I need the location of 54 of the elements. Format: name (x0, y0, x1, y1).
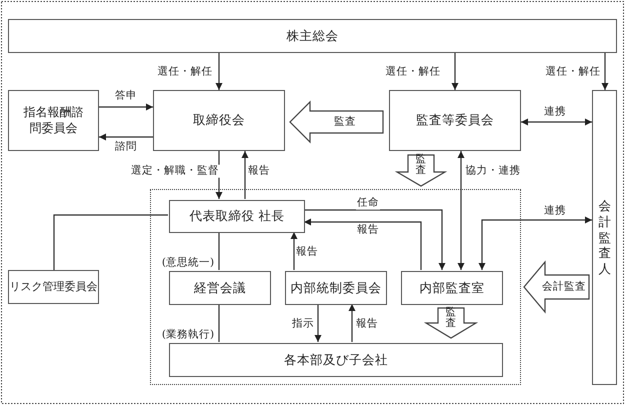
org-box: 内部統制委員会 (285, 271, 387, 305)
org-box: 経営会議 (169, 271, 271, 305)
arrow (290, 232, 298, 270)
org-box: 代表取締役 社長 (169, 200, 305, 233)
group-outline (150, 189, 521, 385)
arrow (452, 53, 458, 90)
edge-label: (業務執行) (160, 328, 216, 342)
edge-label: 協力・連携 (464, 164, 522, 178)
org-box: 内部監査室 (401, 271, 503, 305)
connector-line (218, 232, 220, 270)
edge-label: 選定・解職・監督 (130, 164, 220, 178)
arrow (99, 134, 153, 140)
edge-label: 任命 (356, 196, 380, 210)
arrow (216, 53, 222, 90)
block-arrow (394, 154, 448, 187)
arrow (348, 304, 356, 342)
edge-label: 報告 (247, 164, 271, 178)
edge-label: 諮問 (114, 140, 138, 154)
org-box: 会計監査人 (592, 90, 617, 385)
arrow (304, 218, 422, 270)
edge-label: 連携 (543, 204, 567, 218)
edge-label: 指示 (291, 318, 315, 330)
edge-label: 監査 (415, 154, 427, 176)
connector-line (218, 304, 220, 342)
edge-label: 監査 (334, 116, 356, 128)
edge-label: 報告 (356, 224, 380, 236)
org-box: 監査等委員会 (389, 90, 521, 151)
org-box: 各本部及び子会社 (169, 343, 503, 377)
org-box: 指名報酬諮問委員会 (8, 90, 99, 151)
arrow (304, 209, 446, 270)
edge-label: 選任・解任 (156, 66, 214, 78)
arrow (242, 151, 248, 199)
connector-line (53, 214, 168, 270)
arrow (478, 216, 592, 270)
block-arrow (289, 100, 384, 144)
block-arrow (523, 260, 590, 314)
org-box: リスク管理委員会 (8, 270, 99, 304)
edge-label: 会計監査 (542, 282, 586, 292)
arrow (99, 104, 153, 110)
edge-label: 答申 (114, 90, 138, 102)
arrow (314, 304, 322, 342)
edge-label: 報告 (355, 318, 379, 330)
edge-label: 選任・解任 (544, 66, 602, 78)
arrow (602, 53, 608, 90)
arrow (521, 118, 592, 126)
edge-label: (意思統一) (160, 256, 216, 270)
arrow (458, 151, 464, 270)
meeting-band: 株主総会 (8, 19, 617, 53)
edge-label: 選任・解任 (384, 66, 442, 78)
edge-label: 報告 (295, 246, 319, 258)
edge-label: 連携 (543, 106, 567, 118)
org-box: 取締役会 (153, 90, 285, 151)
block-arrow (424, 307, 478, 339)
edge-label: 監査 (445, 306, 457, 330)
